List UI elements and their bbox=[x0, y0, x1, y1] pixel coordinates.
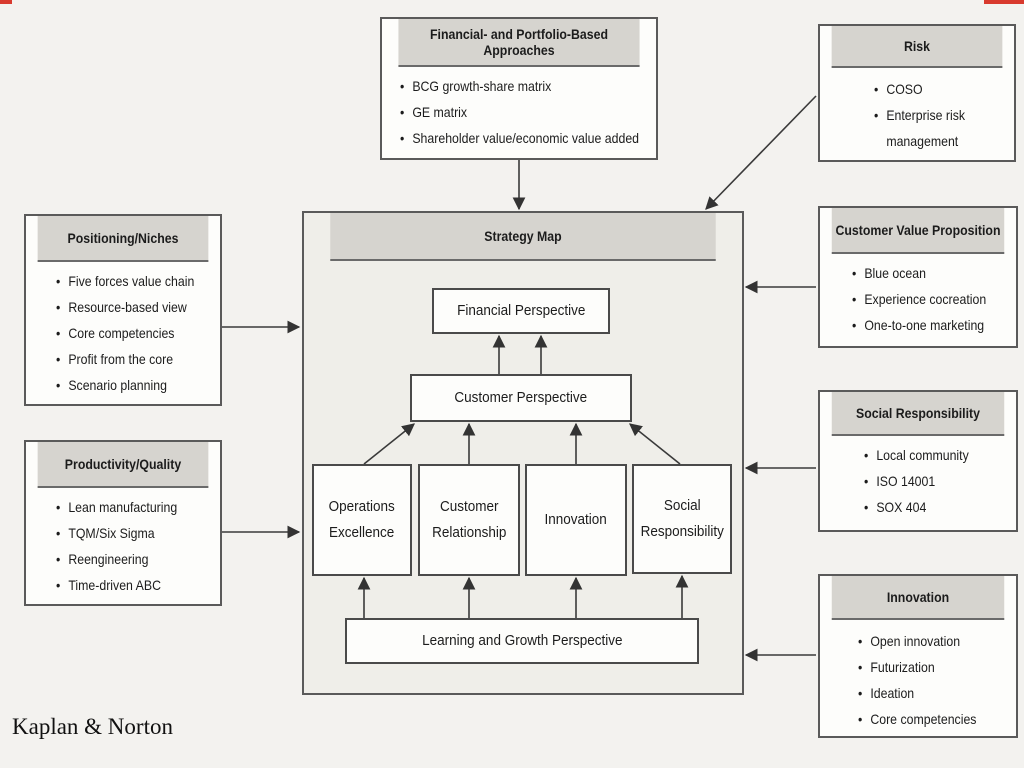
list-item: Experience cocreation bbox=[852, 286, 996, 312]
social-responsibility-list: Local community ISO 14001 SOX 404 bbox=[820, 436, 1016, 520]
financial-perspective-label: Financial Perspective bbox=[456, 302, 586, 319]
list-item: Core competencies bbox=[858, 706, 997, 732]
list-item: Reengineering bbox=[56, 546, 200, 572]
positioning-niches-box: Positioning/Niches Five forces value cha… bbox=[24, 214, 222, 406]
list-item-continuation: management bbox=[886, 133, 959, 149]
list-item: ISO 14001 bbox=[864, 468, 998, 494]
list-item: TQM/Six Sigma bbox=[56, 520, 200, 546]
customer-perspective-box: Customer Perspective bbox=[410, 374, 632, 422]
innovation-list: Open innovation Futurization Ideation Co… bbox=[820, 620, 1016, 732]
list-item: COSO bbox=[874, 76, 997, 102]
operations-excellence-label: Operations Excellence bbox=[328, 498, 396, 541]
customer-value-proposition-box: Customer Value Proposition Blue ocean Ex… bbox=[818, 206, 1018, 348]
positioning-niches-list: Five forces value chain Resource-based v… bbox=[26, 262, 220, 398]
list-item: Core competencies bbox=[56, 320, 200, 346]
list-item: Lean manufacturing bbox=[56, 494, 200, 520]
red-corner-mark-right bbox=[984, 0, 1024, 4]
risk-box: Risk COSO Enterprise risk management bbox=[818, 24, 1016, 162]
strategy-map-title: Strategy Map bbox=[330, 213, 716, 261]
list-item: Profit from the core bbox=[56, 346, 200, 372]
learning-growth-perspective-label: Learning and Growth Perspective bbox=[421, 632, 623, 649]
productivity-quality-list: Lean manufacturing TQM/Six Sigma Reengin… bbox=[26, 488, 220, 598]
list-item: Shareholder value/economic value added bbox=[400, 125, 639, 151]
innovation-perspective-box: Innovation bbox=[525, 464, 627, 576]
list-item: SOX 404 bbox=[864, 494, 998, 520]
list-item: GE matrix bbox=[400, 99, 625, 125]
financial-portfolio-list: BCG growth-share matrix GE matrix Shareh… bbox=[382, 67, 656, 151]
customer-relationship-box: Customer Relationship bbox=[418, 464, 520, 576]
operations-excellence-box: Operations Excellence bbox=[312, 464, 412, 576]
source-credit: Kaplan & Norton bbox=[12, 714, 173, 739]
list-item: Open innovation bbox=[858, 628, 997, 654]
financial-portfolio-title: Financial- and Portfolio-Based Approache… bbox=[398, 19, 640, 67]
list-item: Scenario planning bbox=[56, 372, 200, 398]
productivity-quality-box: Productivity/Quality Lean manufacturing … bbox=[24, 440, 222, 606]
risk-list: COSO Enterprise risk management bbox=[820, 68, 1014, 154]
list-item: Resource-based view bbox=[56, 294, 200, 320]
customer-perspective-label: Customer Perspective bbox=[454, 389, 588, 406]
customer-relationship-label: Customer Relationship bbox=[431, 498, 507, 541]
customer-value-proposition-title: Customer Value Proposition bbox=[831, 208, 1005, 254]
positioning-niches-title: Positioning/Niches bbox=[37, 216, 209, 262]
productivity-quality-title: Productivity/Quality bbox=[37, 442, 209, 488]
arrow-social-to-customer bbox=[629, 423, 681, 465]
learning-growth-perspective-box: Learning and Growth Perspective bbox=[345, 618, 699, 664]
list-item: Time-driven ABC bbox=[56, 572, 200, 598]
innovation-title: Innovation bbox=[831, 576, 1005, 620]
innovation-box: Innovation Open innovation Futurization … bbox=[818, 574, 1018, 738]
risk-title: Risk bbox=[831, 26, 1003, 68]
list-item: One-to-one marketing bbox=[852, 312, 996, 338]
arrow-risk-to-map bbox=[705, 95, 817, 210]
financial-perspective-box: Financial Perspective bbox=[432, 288, 610, 334]
financial-portfolio-box: Financial- and Portfolio-Based Approache… bbox=[380, 17, 658, 160]
arrow-operations-to-customer bbox=[363, 423, 415, 465]
list-item: Five forces value chain bbox=[56, 268, 200, 294]
red-corner-mark-left bbox=[0, 0, 12, 4]
list-item: Futurization bbox=[858, 654, 997, 680]
innovation-perspective-label: Innovation bbox=[544, 511, 608, 528]
list-item: BCG growth-share matrix bbox=[400, 73, 625, 99]
social-responsibility-box: Social Responsibility Local community IS… bbox=[818, 390, 1018, 532]
list-item: Local community bbox=[864, 442, 998, 468]
list-item: Ideation bbox=[858, 680, 997, 706]
customer-value-proposition-list: Blue ocean Experience cocreation One-to-… bbox=[820, 254, 1016, 338]
social-responsibility-perspective-box: Social Responsibility bbox=[632, 464, 732, 574]
social-responsibility-title: Social Responsibility bbox=[831, 392, 1005, 436]
list-item: Blue ocean bbox=[852, 260, 996, 286]
list-item: Enterprise risk bbox=[874, 102, 997, 128]
social-responsibility-perspective-label: Social Responsibility bbox=[640, 497, 724, 540]
